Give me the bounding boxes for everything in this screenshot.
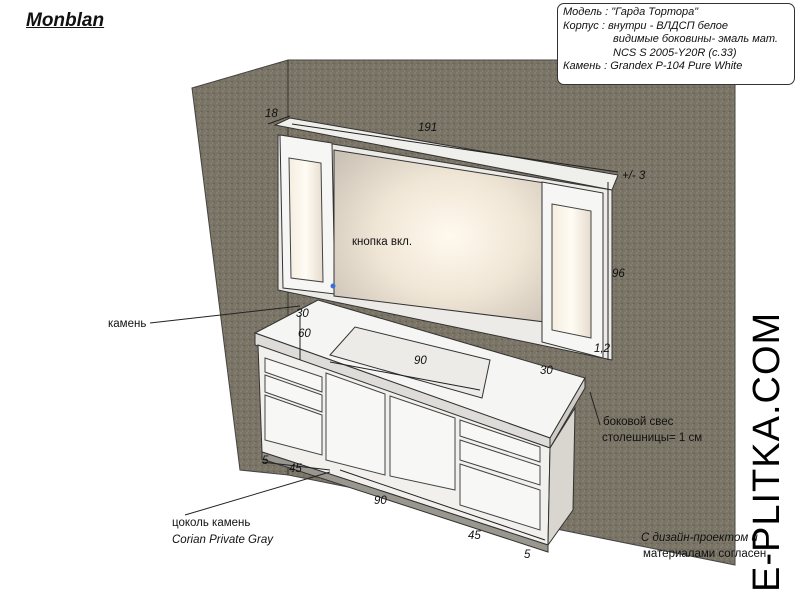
- countertop-side-edge: [549, 376, 586, 450]
- power-button: [330, 283, 336, 289]
- spec-line: Камень : Grandex P-104 Pure White: [563, 60, 743, 73]
- left-drawer-2: [264, 374, 323, 413]
- spec-box: Модель : "Гарда Тортора" Корпус : внутри…: [557, 3, 795, 85]
- dim-plinth-left-small: 5: [262, 455, 269, 467]
- label-stone: камень: [108, 318, 147, 330]
- dim-plinth-left: 45: [289, 463, 302, 475]
- right-drawer-2: [459, 439, 541, 486]
- dim-tolerance: +/- 3: [622, 170, 646, 182]
- left-lamp: [288, 157, 324, 283]
- plinth: [261, 451, 549, 553]
- label-button: кнопка вкл.: [352, 236, 413, 248]
- spec-line: Модель : "Гарда Тортора": [563, 6, 699, 18]
- right-lamp: [551, 203, 592, 339]
- sink-basin: [329, 326, 491, 399]
- model-title: Monblan: [26, 10, 105, 31]
- dim-mirror-depth: 18: [265, 108, 278, 120]
- dim-mirror-width: 191: [418, 122, 438, 134]
- dim-top-depth: 60: [298, 328, 311, 340]
- spec-line: видимые боковины- эмаль мат.: [613, 33, 778, 46]
- mirror-top-rail: [273, 117, 619, 191]
- label-overhang-1: боковой свес: [603, 416, 674, 428]
- label-note-1: С дизайн-проектом и: [641, 532, 758, 544]
- dim-sink-width: 90: [414, 355, 427, 367]
- dim-plinth-right: 45: [468, 530, 481, 542]
- spec-line: Корпус : внутри - ВЛДСП белое: [563, 19, 729, 32]
- dim-top-side: 30: [540, 365, 553, 377]
- right-door: [389, 395, 456, 491]
- spec-line: NCS S 2005-Y20R (с.33): [613, 46, 737, 59]
- left-door: [325, 372, 386, 476]
- right-drawer-3: [459, 463, 541, 531]
- vanity-side: [547, 406, 576, 547]
- left-drawer-3: [264, 394, 323, 456]
- dim-plinth-center: 90: [374, 495, 387, 507]
- label-plinth-2: Corian Private Gray: [172, 534, 273, 546]
- dim-top-back-depth: 30: [296, 308, 309, 320]
- left-drawer-1: [264, 357, 323, 393]
- label-plinth-1: цоколь камень: [172, 517, 251, 529]
- right-drawer-1: [459, 419, 541, 463]
- dim-mirror-height: 96: [612, 268, 625, 280]
- dimension-lines: [149, 115, 619, 541]
- label-overhang-2: столешницы= 1 см: [602, 432, 703, 444]
- dim-top-thickness: 1,2: [594, 343, 610, 355]
- watermark: E-PLITKA.COM: [746, 311, 788, 592]
- label-note-2: материалами согласен: [643, 548, 767, 560]
- dim-plinth-right-small: 5: [524, 549, 531, 561]
